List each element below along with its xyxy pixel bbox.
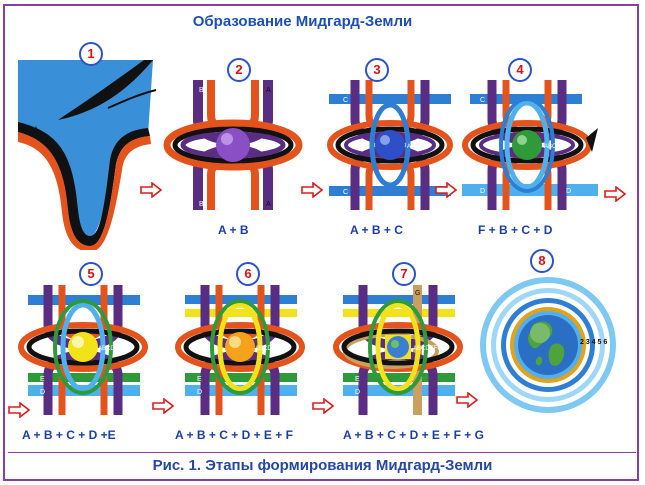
arrow-5-to-6 <box>152 398 174 414</box>
stage-2-label-ab: AB <box>254 143 264 150</box>
stage-5-label-d: D <box>40 389 45 396</box>
stage-4-label-c-top: C <box>480 97 485 104</box>
stage-5-formula: A + B + C + D +E <box>22 428 116 442</box>
stage-5-number: 5 <box>79 262 103 286</box>
stage-4-drawing: C ABCD D D <box>462 80 598 210</box>
stage-7-formula: A + B + C + D + E + F + G <box>343 428 484 442</box>
stage-6-label-d: D <box>197 389 202 396</box>
figure-caption: Рис. 1. Этапы формирования Мидгард-Земли <box>152 457 493 474</box>
arrow-7-to-8 <box>456 392 478 408</box>
arrow-3-to-4 <box>435 182 457 198</box>
stage-7-drawing: G ABCDEFG E D <box>333 285 463 415</box>
arrow-2-to-3 <box>301 182 323 198</box>
stage-2-label-b-bottom: B <box>199 201 204 208</box>
stage-7-label-e: E <box>355 376 360 383</box>
diagram-title: Образование Мидгард-Земли <box>192 13 413 30</box>
stage-5-drawing: ABCDE E D <box>18 285 148 415</box>
stage-5-label-abcde: ABCDE <box>98 346 119 352</box>
stage-2-drawing: B A AB B A <box>163 80 303 210</box>
stage-1-label-a: A <box>33 125 39 134</box>
stage-2-label-b-top: B <box>199 87 204 94</box>
stage-8-number: 8 <box>530 249 554 273</box>
stage-7-label-g: G <box>415 290 420 297</box>
stage-7-number: 7 <box>392 262 416 286</box>
stage-4-label-d-left: D <box>480 188 485 195</box>
arrow-into-5 <box>8 402 30 418</box>
stage-7-label-d: D <box>355 389 360 396</box>
stage-2-label-a-top: A <box>266 87 271 94</box>
stage-2-formula: A + B <box>218 223 249 237</box>
stage-5-label-e: E <box>40 376 45 383</box>
stage-3-label-c-top: C <box>343 97 348 104</box>
arrow-1-to-2 <box>140 182 162 198</box>
stage-3-number: 3 <box>365 58 389 82</box>
stage-3-formula: A + B + C <box>350 223 403 237</box>
arrow-6-to-7 <box>312 398 334 414</box>
stage-8-ring-labels: 2 3 4 5 6 <box>580 339 607 346</box>
stage-3-label-abc: ABC <box>407 144 420 150</box>
stage-6-formula: A + B + C + D + E + F <box>175 428 293 442</box>
stage-1-drawing: A <box>18 60 157 250</box>
stage-4-label-abcd: ABCD <box>544 144 561 150</box>
stage-6-drawing: ABCDEF E D <box>175 285 305 415</box>
stage-6-label-e: E <box>197 376 202 383</box>
caption-divider <box>8 452 636 453</box>
stage-4-formula: F + B + C + D <box>478 223 553 237</box>
stage-6-number: 6 <box>236 262 260 286</box>
stage-2-number: 2 <box>227 58 251 82</box>
stage-4-number: 4 <box>508 58 532 82</box>
stage-2-label-a-bottom: A <box>266 201 271 208</box>
stage-1-number: 1 <box>79 42 103 66</box>
stage-3-label-c-bottom: C <box>343 189 348 196</box>
stage-4-label-d-right: D <box>566 188 571 195</box>
stage-7-label-abcdefg: ABCDEFG <box>413 346 442 352</box>
stage-6-label-abcdef: ABCDEF <box>255 346 280 352</box>
outer-frame <box>3 4 639 481</box>
stage-8-drawing: 2 3 4 5 6 <box>480 277 616 413</box>
stage-3-drawing: C ABC C <box>327 80 453 210</box>
arrow-4-to-5 <box>604 186 626 202</box>
